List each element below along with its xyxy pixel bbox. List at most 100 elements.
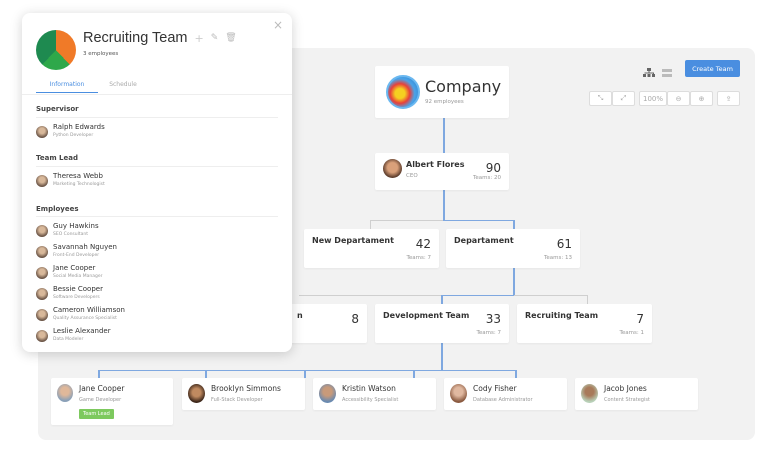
collapse-icon: ⤡ [597,94,604,102]
person-name: Cameron Williamson [53,306,125,314]
tab-information[interactable]: Information [36,81,98,93]
department-teams: Teams: 13 [543,255,572,261]
avatar [319,384,336,403]
globe-icon [386,75,420,109]
avatar [57,384,73,402]
ceo-teams: Teams: 20 [472,175,501,181]
list-view-icon[interactable] [662,63,672,77]
person-role: SEO Consultant [53,232,89,237]
employees-label: Employees [36,205,79,213]
avatar [581,384,598,403]
person-name: Theresa Webb [53,172,103,180]
person-name: Leslie Alexander [53,327,111,335]
team-count: 8 [351,312,359,326]
export-button[interactable]: ⇪ [717,91,740,106]
zoom-in-button[interactable]: ⊕ [690,91,713,106]
department-teams: Teams: 7 [406,255,431,261]
team-pie-icon [36,30,76,70]
department-card[interactable]: New Departament 42 Teams: 7 [304,229,439,268]
expand-button[interactable]: ⤢ [612,91,635,106]
person-role: Data Modeler [53,337,84,342]
team-name: Recruiting Team [525,311,599,320]
person-name: Guy Hawkins [53,222,99,230]
member-role: Full-Stack Developer [211,397,263,403]
popup-title: Recruiting Team [83,30,188,46]
zoom-level: 100% [639,91,667,106]
member-role: Database Administrator [473,397,533,403]
member-role: Content Strategist [604,397,650,403]
avatar [36,288,48,300]
team-name: n [297,311,303,320]
team-card[interactable]: Recruiting Team 7 Teams: 1 [517,304,652,343]
member-name: Kristin Watson [342,384,396,393]
member-name: Jane Cooper [79,384,125,393]
team-lead-badge: Team Lead [79,409,114,419]
zoom-in-icon: ⊕ [698,94,705,103]
avatar [36,330,48,342]
person-role: Quality Assurance Specialist [53,316,117,321]
team-teams: Teams: 7 [476,330,501,336]
supervisor-label: Supervisor [36,105,79,113]
person-name: Jane Cooper [53,264,96,272]
team-card[interactable]: Development Team 33 Teams: 7 [375,304,509,343]
person-role: Software Developers [53,295,100,300]
person-name: Ralph Edwards [53,123,105,131]
person-role: Social Media Manager [53,274,103,279]
company-name: Company [425,77,502,96]
person-name: Savannah Nguyen [53,243,117,251]
zoom-out-icon: ⊖ [675,94,682,103]
ceo-role: CEO [406,173,418,179]
person-role: Front-End Developer [53,253,100,258]
team-count: 7 [636,312,644,326]
expand-icon: ⤢ [620,94,627,102]
team-lead-label: Team Lead [36,154,78,162]
avatar [36,309,48,321]
team-teams: Teams: 1 [619,330,644,336]
avatar [36,246,48,258]
department-count: 42 [415,237,431,251]
member-name: Cody Fisher [473,384,517,393]
avatar [36,126,48,138]
team-count: 33 [485,312,501,326]
ceo-card[interactable]: Albert Flores CEO 90 Teams: 20 [375,153,509,190]
department-name: New Departament [312,236,394,245]
create-team-button[interactable]: Create Team [685,60,740,77]
department-count: 61 [556,237,572,251]
avatar [383,159,402,178]
avatar [450,384,467,403]
tab-schedule[interactable]: Schedule [109,81,137,88]
ceo-count: 90 [485,161,501,175]
edit-icon[interactable]: ✎ [210,32,219,43]
avatar [36,267,48,279]
avatar [36,175,48,187]
department-card[interactable]: Departament 61 Teams: 13 [446,229,580,268]
person-role: Python Developer [53,133,94,138]
person-name: Bessie Cooper [53,285,103,293]
member-name: Brooklyn Simmons [211,384,281,393]
collapse-button[interactable]: ⤡ [589,91,612,106]
member-role: Accessibility Specialist [342,397,399,403]
company-card[interactable]: Company 92 employees [375,66,509,118]
avatar [188,384,205,403]
member-name: Jacob Jones [604,384,647,393]
avatar [36,225,48,237]
add-icon[interactable]: + [194,31,204,45]
team-name: Development Team [383,311,470,320]
company-employees: 92 employees [425,99,464,105]
department-name: Departament [454,236,514,245]
export-icon: ⇪ [725,94,732,103]
popup-subtitle: 3 employees [83,51,119,57]
delete-icon[interactable]: 🗑 [225,32,237,43]
person-role: Marketing Technologist [53,182,105,187]
team-details-popup: × Recruiting Team + ✎ 🗑 3 employees Info… [22,13,292,352]
ceo-name: Albert Flores [406,160,465,169]
member-role: Game Developer [79,397,122,403]
hierarchy-view-icon[interactable] [643,63,655,77]
zoom-out-button[interactable]: ⊖ [667,91,690,106]
close-icon[interactable]: × [272,18,283,32]
